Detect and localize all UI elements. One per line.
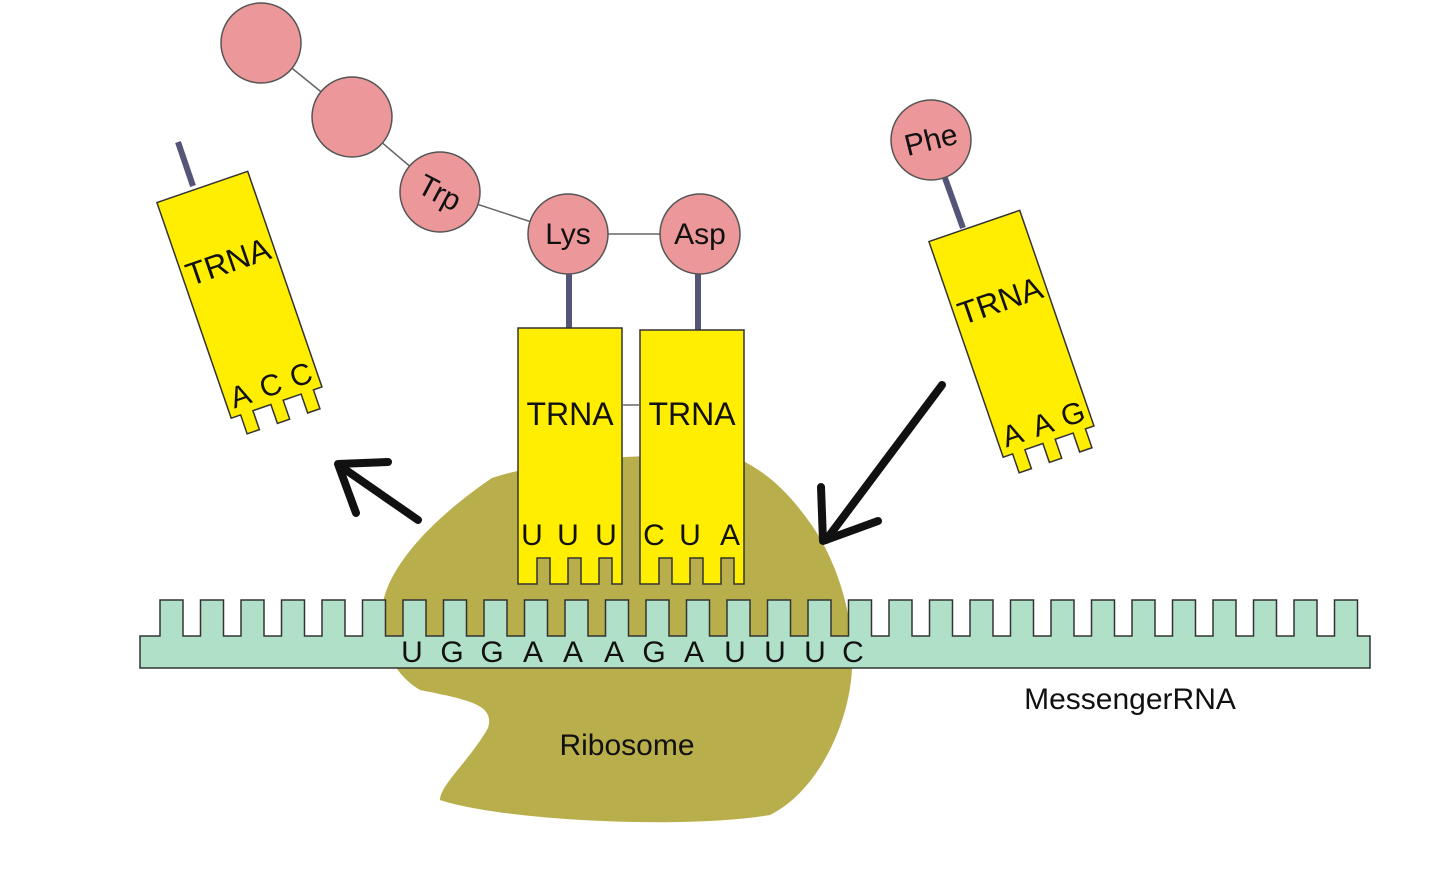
arrow-shaft [822,381,946,544]
mrna-base: G [480,636,503,669]
mrna-label: MessengerRNA [1024,683,1236,716]
arrow-enter [817,381,946,545]
mrna-base: A [523,636,543,669]
mrna-base: U [764,636,786,669]
mrna-base: U [804,636,826,669]
trna-body [155,170,323,435]
mrna-base: U [401,636,423,669]
anticodon-base: C [643,519,665,552]
anticodon-base: U [595,519,617,552]
amino-acid [527,193,609,275]
amino-acid [890,99,972,181]
incoming-amino-acid: Phe [890,99,972,181]
arrow-head [334,458,392,517]
arrow-shaft [339,464,422,524]
mrna-base: A [563,636,583,669]
amino-acid [659,193,741,275]
messenger-rna: U G G A A A G A U U U C [139,599,1371,669]
amino-acid-chain: Trp Lys Asp [220,2,741,275]
amino-acid-label: Lys [545,218,591,251]
trna-label: TRNA [526,396,614,432]
anticodon-base: A [720,519,740,552]
amino-acid [399,151,481,233]
arrow-head [817,483,882,545]
anticodon-base: U [557,519,579,552]
trna-leaving: TRNA A C C [155,170,323,435]
mrna-strand [139,599,1371,669]
trna-body [517,327,623,585]
anticodon-base: U [679,519,701,552]
mrna-base: A [604,636,624,669]
stem [942,176,966,230]
amino-acid-label: Asp [674,218,726,251]
ribosome-label: Ribosome [559,729,694,762]
mrna-base: C [842,636,864,669]
trna-incoming: TRNA A A G [927,209,1095,474]
mrna-base: U [724,636,746,669]
stem [175,141,196,187]
amino-acid [220,2,302,84]
mrna-base: G [440,636,463,669]
mrna-base: A [684,636,704,669]
trna-label: TRNA [648,396,736,432]
anticodon-base: U [521,519,543,552]
amino-acid [311,76,393,158]
mrna-codon-bases: U G G A A A G A U U U C [401,636,864,669]
trna-p-site: TRNA U U U [517,327,623,585]
trna-a-site: TRNA C U A [639,329,745,585]
trna-body [639,329,745,585]
trna-body [927,209,1095,474]
mrna-base: G [642,636,665,669]
arrow-exit [334,458,422,524]
trna-stems [175,141,966,330]
